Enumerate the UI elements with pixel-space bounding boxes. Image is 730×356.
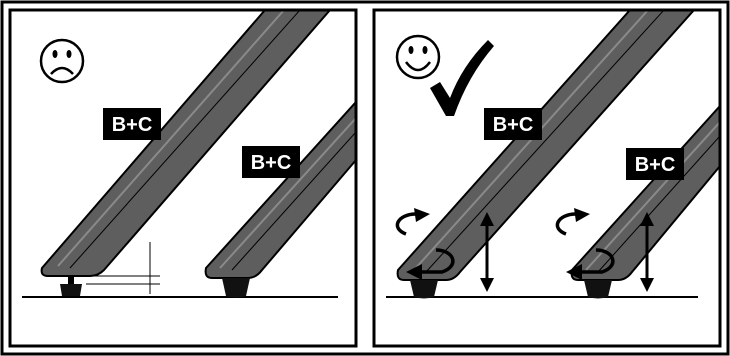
leveling-foot	[410, 280, 438, 299]
checkmark-icon	[430, 40, 494, 116]
label-text: B+C	[251, 152, 292, 174]
label-text: B+C	[112, 114, 153, 136]
leveling-foot	[60, 276, 82, 296]
panel-correct: B+C B+C	[372, 8, 722, 348]
leveling-foot	[584, 280, 612, 299]
leveling-foot	[222, 278, 250, 298]
happy-face-icon	[395, 34, 441, 80]
label-tag: B+C	[242, 146, 300, 178]
label-tag: B+C	[103, 108, 161, 140]
label-tag: B+C	[626, 148, 684, 180]
label-text: B+C	[493, 114, 534, 136]
panel-incorrect: B+C B+C	[8, 8, 358, 348]
label-text: B+C	[635, 154, 676, 176]
label-tag: B+C	[484, 108, 542, 140]
gap-indicator	[86, 242, 160, 294]
sad-face-icon	[39, 38, 85, 84]
